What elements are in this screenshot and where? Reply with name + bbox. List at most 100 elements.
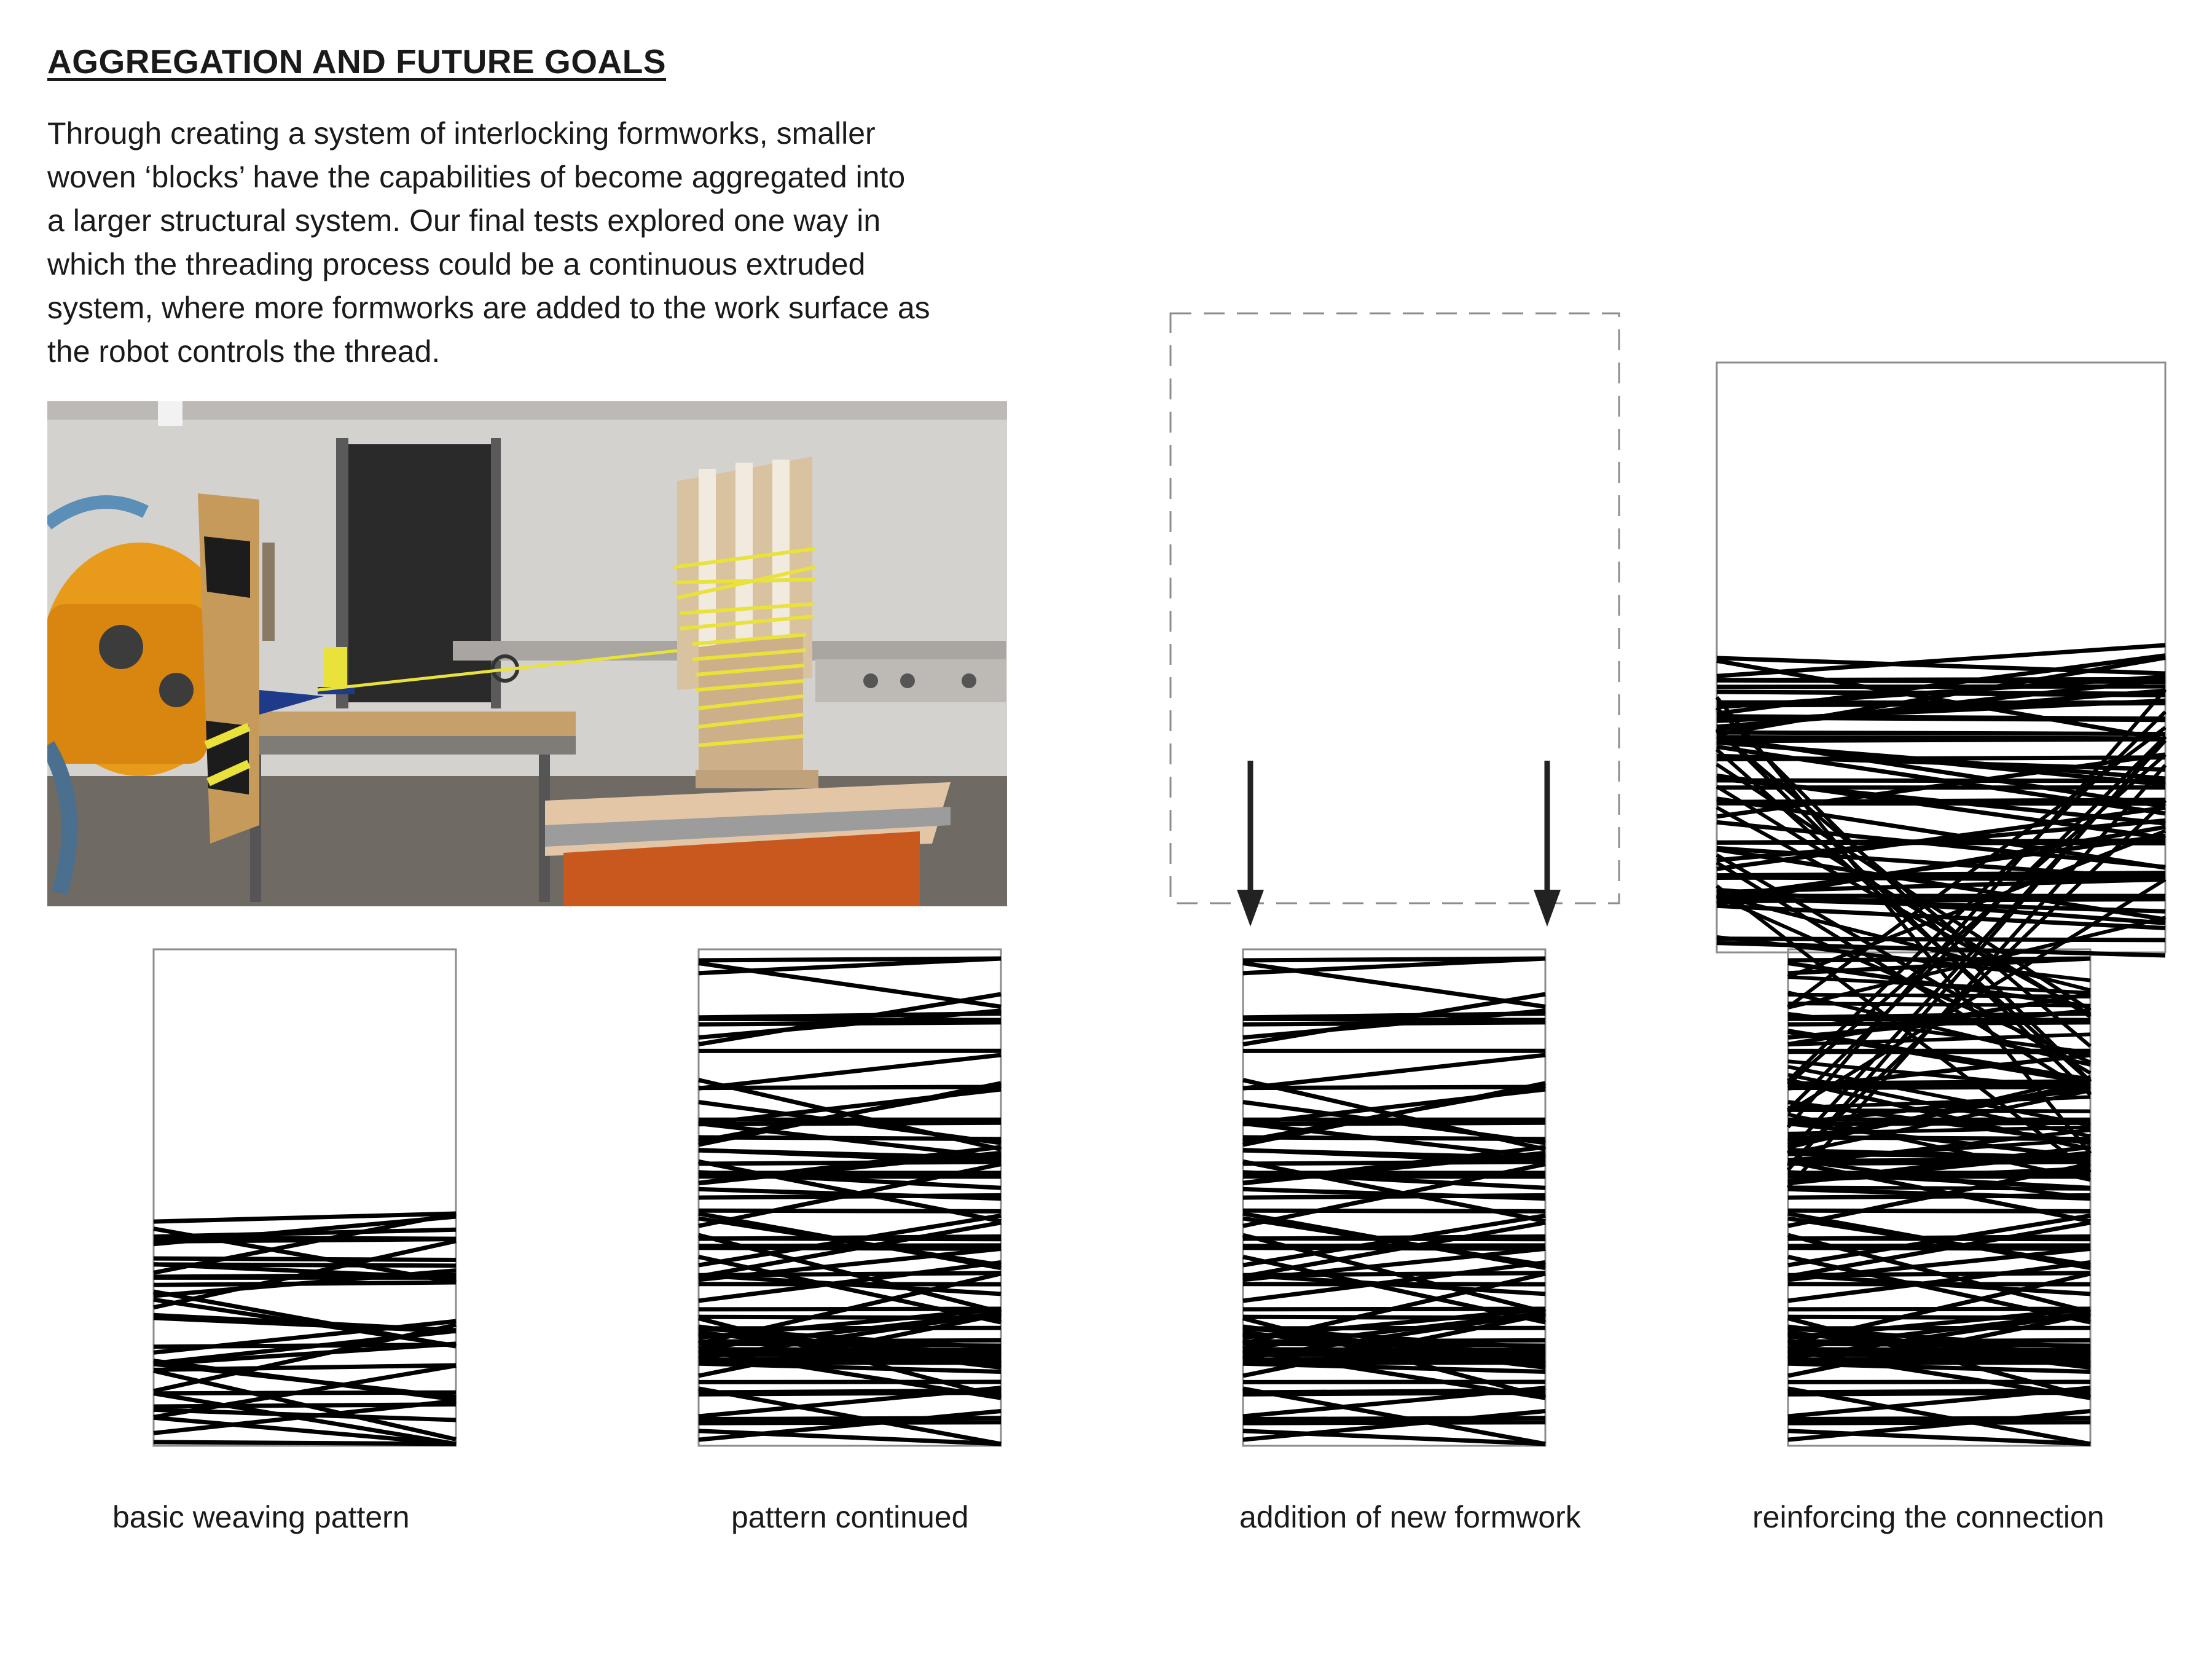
thread-line (1716, 875, 2166, 882)
thread-line (1716, 643, 2166, 678)
thread-line (698, 1390, 1002, 1397)
thread-line (1242, 1260, 1546, 1303)
thread-line (1716, 677, 2166, 683)
thread-line (698, 1312, 1002, 1378)
thread-line (1716, 735, 2166, 741)
thread-line (1242, 1243, 1546, 1249)
thread-line (153, 1256, 457, 1262)
thread-line (153, 1280, 457, 1287)
step-caption-new-formwork: addition of new formwork (1239, 1500, 1581, 1534)
thread-line (1787, 1347, 2091, 1352)
thread-line (1787, 1112, 2091, 1182)
thread-line (1787, 990, 2091, 1067)
intro-line: system, where more formworks are added t… (47, 291, 930, 325)
thread-line (698, 1159, 1002, 1166)
thread-line (698, 1338, 1002, 1344)
thread-line (698, 1135, 1002, 1142)
thread-line (698, 1416, 1002, 1422)
thread-line (1787, 1152, 2091, 1159)
thread-line (698, 1084, 1002, 1091)
thread-line (698, 1409, 1002, 1442)
thread-line (1716, 674, 2166, 710)
thread-line (698, 1120, 1002, 1127)
thread-line (153, 1273, 457, 1279)
thread-line (1716, 796, 2166, 870)
thread-line (1787, 1416, 2091, 1422)
thread-line (1787, 1065, 2091, 1128)
thread-line (698, 1170, 1002, 1190)
thread-line (1787, 1185, 2091, 1191)
thread-line (1242, 1162, 1546, 1228)
connection-thread (1716, 853, 2092, 1075)
intro-line: the robot controls the thread. (47, 334, 441, 369)
thread-line (1242, 1409, 1546, 1442)
thread-line (153, 1440, 457, 1446)
thread-line (1787, 1159, 2091, 1166)
thread-line (698, 1162, 1002, 1228)
step-caption-continued: pattern continued (731, 1500, 969, 1534)
thread-line (698, 1326, 1002, 1351)
thread-line (1787, 1243, 2091, 1249)
thread-line (1787, 1338, 2091, 1344)
thread-line (1242, 1208, 1546, 1214)
thread-line (1787, 1162, 2091, 1228)
connection-thread (1716, 748, 2092, 1083)
connection-thread (1787, 916, 2166, 1010)
thread-line (1242, 1008, 1546, 1040)
thread-line (1787, 1208, 2091, 1214)
thread-line (698, 1081, 1002, 1147)
thread-line (153, 1415, 457, 1446)
thread-line (153, 1341, 457, 1367)
thread-line (1716, 871, 2166, 878)
intro-line: Through creating a system of interlockin… (47, 116, 876, 151)
thread-line (698, 1243, 1002, 1249)
thread-line (698, 1121, 1002, 1160)
connection-thread (1716, 729, 2092, 1048)
thread-line (1242, 1347, 1546, 1352)
thread-line (698, 1016, 1002, 1022)
thread-line (1787, 1095, 2091, 1110)
connection-thread (1786, 688, 2167, 1129)
thread-line (1787, 1386, 2091, 1446)
intro-line: a larger structural system. Our final te… (47, 203, 881, 238)
thread-line (698, 1255, 1002, 1325)
connection-thread (1786, 710, 2167, 1083)
thread-line (1716, 714, 2166, 721)
formwork-frame (152, 948, 457, 1447)
thread-line (1787, 1409, 2091, 1442)
step-caption-basic: basic weaving pattern (112, 1500, 410, 1534)
thread-line (1716, 833, 2166, 900)
thread-line (1242, 1053, 1546, 1091)
thread-line (1787, 1260, 2091, 1303)
connection-thread (1715, 728, 2092, 1097)
thread-line (698, 956, 1002, 963)
intro-paragraph: Through creating a system of interlockin… (47, 112, 1024, 374)
thread-line (153, 1363, 457, 1419)
thread-line (698, 1148, 1002, 1160)
thread-line (1787, 1108, 2091, 1113)
thread-line (1716, 688, 2166, 729)
thread-line (1787, 1312, 2091, 1378)
thread-line (1787, 1356, 2091, 1362)
thread-line (698, 1053, 1002, 1091)
thread-line (698, 1260, 1002, 1303)
thread-line (153, 1391, 457, 1446)
thread-line (153, 1322, 457, 1394)
thread-line (1787, 1255, 2091, 1325)
step-caption-reinforcing: reinforcing the connection (1752, 1500, 2104, 1534)
thread-line (698, 1208, 1002, 1214)
thread-line (1716, 936, 2166, 943)
thread-line (1242, 1390, 1546, 1397)
thread-line (698, 1386, 1002, 1446)
thread-line (1716, 838, 2166, 845)
thread-line (1787, 1088, 2091, 1156)
page-title: AGGREGATION AND FUTURE GOALS (47, 42, 667, 80)
thread-line (1242, 1312, 1546, 1378)
new-formwork-outline (1169, 312, 1620, 904)
connection-thread (1787, 753, 2167, 1086)
thread-line (1242, 1326, 1546, 1351)
down-arrow-head (1534, 890, 1561, 927)
thread-line (1787, 1326, 2091, 1351)
thread-line (153, 1362, 457, 1400)
